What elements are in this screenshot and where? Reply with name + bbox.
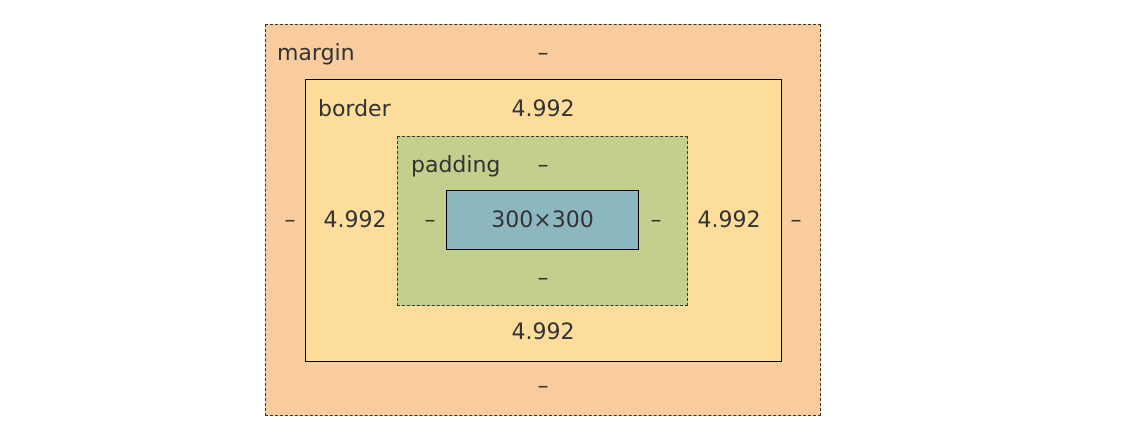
margin-left-value[interactable]: – (284, 208, 296, 233)
padding-left-value[interactable]: – (424, 208, 436, 233)
margin-right-value[interactable]: – (790, 208, 802, 233)
padding-right-value[interactable]: – (650, 208, 662, 233)
border-left-value[interactable]: 4.992 (323, 208, 387, 233)
border-top-value[interactable]: 4.992 (511, 97, 575, 122)
margin-label: margin (277, 41, 355, 66)
content-size-value[interactable]: 300×300 (491, 207, 594, 233)
padding-label: padding (411, 153, 501, 178)
padding-bottom-value[interactable]: – (537, 266, 549, 291)
margin-bottom-value[interactable]: – (537, 374, 549, 399)
border-right-value[interactable]: 4.992 (697, 208, 761, 233)
border-label: border (318, 97, 391, 122)
content-box: 300×300 (446, 190, 639, 250)
padding-top-value[interactable]: – (537, 153, 549, 178)
margin-top-value[interactable]: – (537, 41, 549, 66)
border-bottom-value[interactable]: 4.992 (511, 320, 575, 345)
